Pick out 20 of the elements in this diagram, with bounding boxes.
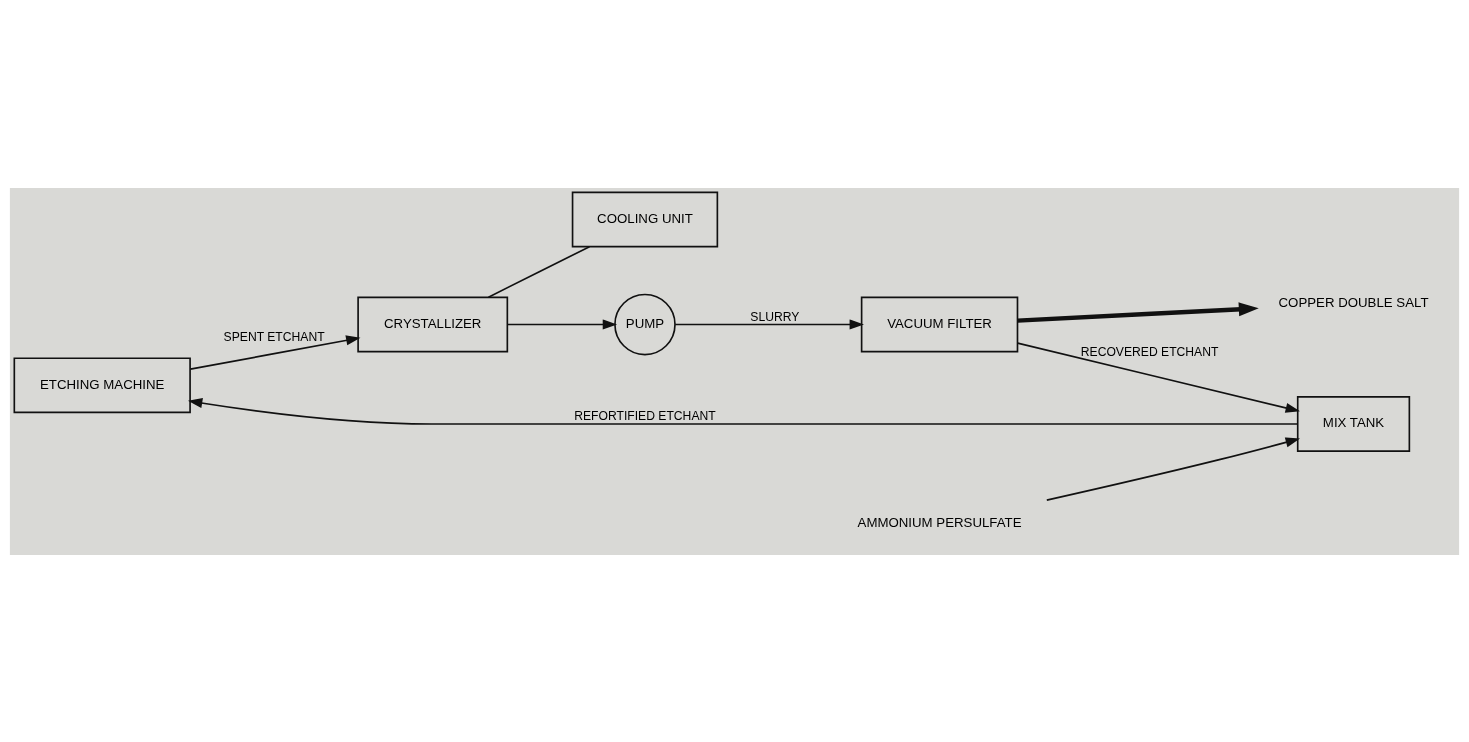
edge-label: SPENT ETCHANT [223, 329, 325, 344]
arrow [1045, 436, 1300, 501]
node-box: COOLING UNIT [571, 191, 719, 247]
node-box: ETCHING MACHINE [13, 356, 191, 413]
edge-label: RECOVERED ETCHANT [1080, 344, 1219, 359]
edge-label: SLURRY [750, 309, 800, 324]
arrow [189, 334, 361, 370]
node-box: MIX TANK [1296, 395, 1411, 452]
connector [487, 245, 591, 298]
node-box: CRYSTALLIZER [357, 296, 509, 352]
arrow [187, 397, 1299, 425]
arrow [506, 318, 618, 330]
arrow [1016, 341, 1300, 413]
node-text: COPPER DOUBLE SALT [1278, 294, 1429, 310]
node-box: VACUUM FILTER [860, 296, 1019, 352]
node-text: AMMONIUM PERSULFATE [857, 514, 1022, 530]
edge-label: REFORTIFIED ETCHANT [574, 408, 716, 423]
arrow [674, 318, 864, 330]
arrow [1017, 301, 1259, 323]
node-circle: PUMP [614, 293, 676, 355]
